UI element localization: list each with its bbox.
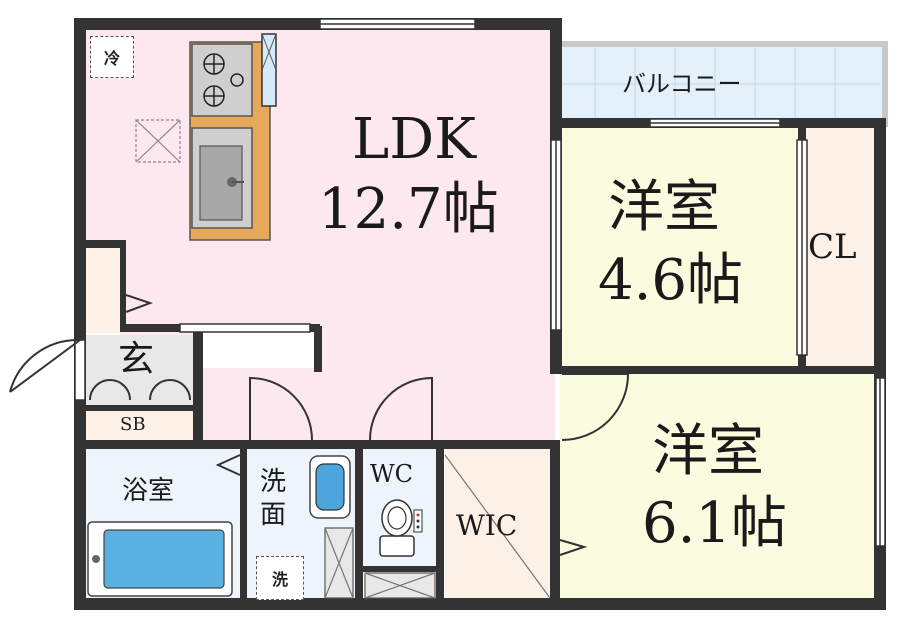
hall-floor [200,368,555,440]
left-closet-door-mark [125,294,153,313]
western-room-2-size: 6.1帖 [642,491,788,556]
western-room-1-size: 4.6帖 [598,248,744,313]
entrance-door [9,338,81,393]
closet-floor [806,128,880,368]
toilet-door [369,376,433,441]
left-small-closet-floor [82,248,120,333]
closet-label: CL [808,227,857,267]
burner-icon [203,53,244,107]
washroom-door [249,376,313,441]
western-room-2-floor [560,373,880,603]
western-room-1-name: 洋室 [608,175,720,240]
balcony-label: バルコニー [622,70,742,98]
western-room-1-floor [560,128,802,368]
bathtub [87,521,233,597]
entrance-floor [82,335,195,405]
kitchen-window-strip [261,33,277,107]
ceiling-storage-marks [135,119,551,599]
fridge-mark: 冷 [90,36,134,78]
wic-label: WIC [456,509,518,542]
cooktop [191,43,253,117]
western-room-2-door [561,373,630,441]
toilet-icon [379,499,423,557]
shoe-box-label: SB [120,414,146,435]
shoe-box-doors [89,379,191,401]
ldk-size: 12.7帖 [318,177,499,242]
kitchen [189,33,277,241]
washbasin [309,455,351,519]
doors [9,294,630,556]
bath-door-mark [215,454,241,476]
ldk-name: LDK [352,107,476,172]
toilet-label: WC [370,460,414,488]
western-room-2-name: 洋室 [652,419,764,484]
shoe-box-floor [82,410,195,440]
bath-label: 浴室 [122,476,175,506]
entrance-label: 玄 [118,339,155,380]
washer-mark: 洗 [256,556,304,600]
windows [74,18,886,547]
wic-floor [445,447,555,603]
washroom-label: 洗 面 [260,467,287,530]
wic-door-mark [559,539,588,556]
